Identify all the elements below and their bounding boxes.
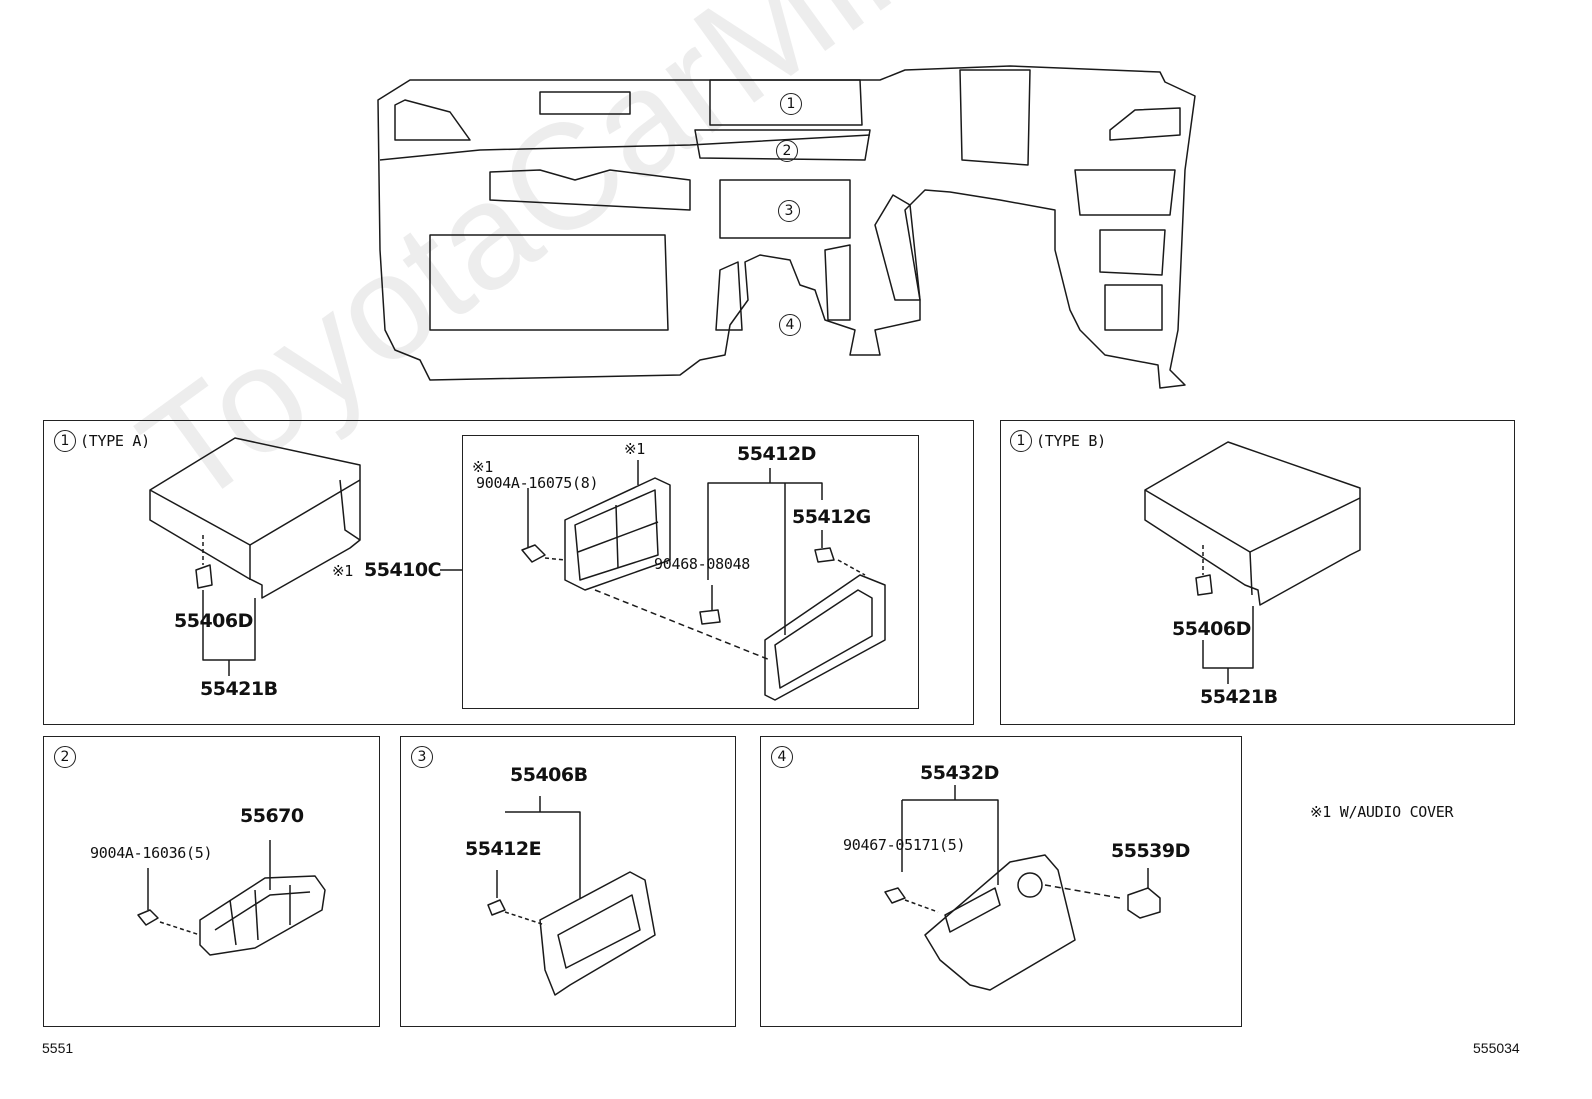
panel-3-header: 3	[411, 746, 433, 768]
lower-panel-3	[487, 796, 656, 996]
part-number[interactable]: 55539D	[1111, 840, 1190, 862]
note-mark: ※1	[472, 458, 493, 476]
note-text: W/AUDIO COVER	[1339, 803, 1454, 821]
note-mark: ※1	[1310, 803, 1331, 821]
dashboard-callout-2[interactable]: 2	[776, 140, 798, 162]
center-vent-assembly	[137, 840, 326, 956]
part-number[interactable]: 90468-08048	[654, 555, 751, 573]
part-number[interactable]: 55406D	[174, 610, 253, 632]
footer-right-code: 555034	[1473, 1040, 1520, 1056]
lower-panel-4	[884, 785, 1161, 991]
panel-title: (TYPE A)	[80, 432, 150, 450]
panel-3	[400, 736, 736, 1027]
footer-left-code: 5551	[42, 1040, 74, 1056]
part-number[interactable]: 55421B	[200, 678, 278, 700]
part-number[interactable]: 55406D	[1172, 618, 1251, 640]
panel-number: 3	[411, 746, 433, 768]
panel-2-header: 2	[54, 746, 76, 768]
part-number[interactable]: 9004A-16075(8)	[476, 474, 599, 492]
panel-2	[43, 736, 380, 1027]
note: ※1 W/AUDIO COVER	[1310, 803, 1454, 821]
part-number[interactable]: 55421B	[1200, 686, 1278, 708]
dashboard-callout-3[interactable]: 3	[778, 200, 800, 222]
part-number[interactable]: 55670	[240, 805, 304, 827]
part-number[interactable]: 9004A-16036(5)	[90, 844, 213, 862]
panel-number: 2	[54, 746, 76, 768]
part-number[interactable]: 55410C	[364, 559, 442, 581]
part-number[interactable]: 55432D	[920, 762, 999, 784]
panel-number: 4	[771, 746, 793, 768]
panel-4	[760, 736, 1242, 1027]
panel-title: (TYPE B)	[1036, 432, 1106, 450]
part-number[interactable]: 55412E	[465, 838, 542, 860]
panel-number: 1	[1010, 430, 1032, 452]
panel-type-a-header: 1 (TYPE A)	[54, 430, 150, 452]
note-mark: ※1	[332, 562, 353, 580]
part-number[interactable]: 55406B	[510, 764, 588, 786]
cluster-cover-type-a	[149, 437, 361, 676]
panel-type-b	[1000, 420, 1515, 725]
dashboard-callout-1[interactable]: 1	[780, 93, 802, 115]
panel-4-header: 4	[771, 746, 793, 768]
audio-assembly	[440, 460, 886, 701]
part-number[interactable]: 90467-05171(5)	[843, 836, 966, 854]
panel-type-b-header: 1 (TYPE B)	[1010, 430, 1106, 452]
cluster-cover-type-b	[1144, 441, 1361, 684]
part-number[interactable]: 55412G	[792, 506, 871, 528]
dashboard-illustration	[377, 65, 1196, 389]
note-mark: ※1	[624, 440, 645, 458]
part-number[interactable]: 55412D	[737, 443, 816, 465]
panel-type-a	[43, 420, 974, 725]
audio-subpanel	[462, 435, 919, 709]
panel-number: 1	[54, 430, 76, 452]
dashboard-callout-4[interactable]: 4	[779, 314, 801, 336]
